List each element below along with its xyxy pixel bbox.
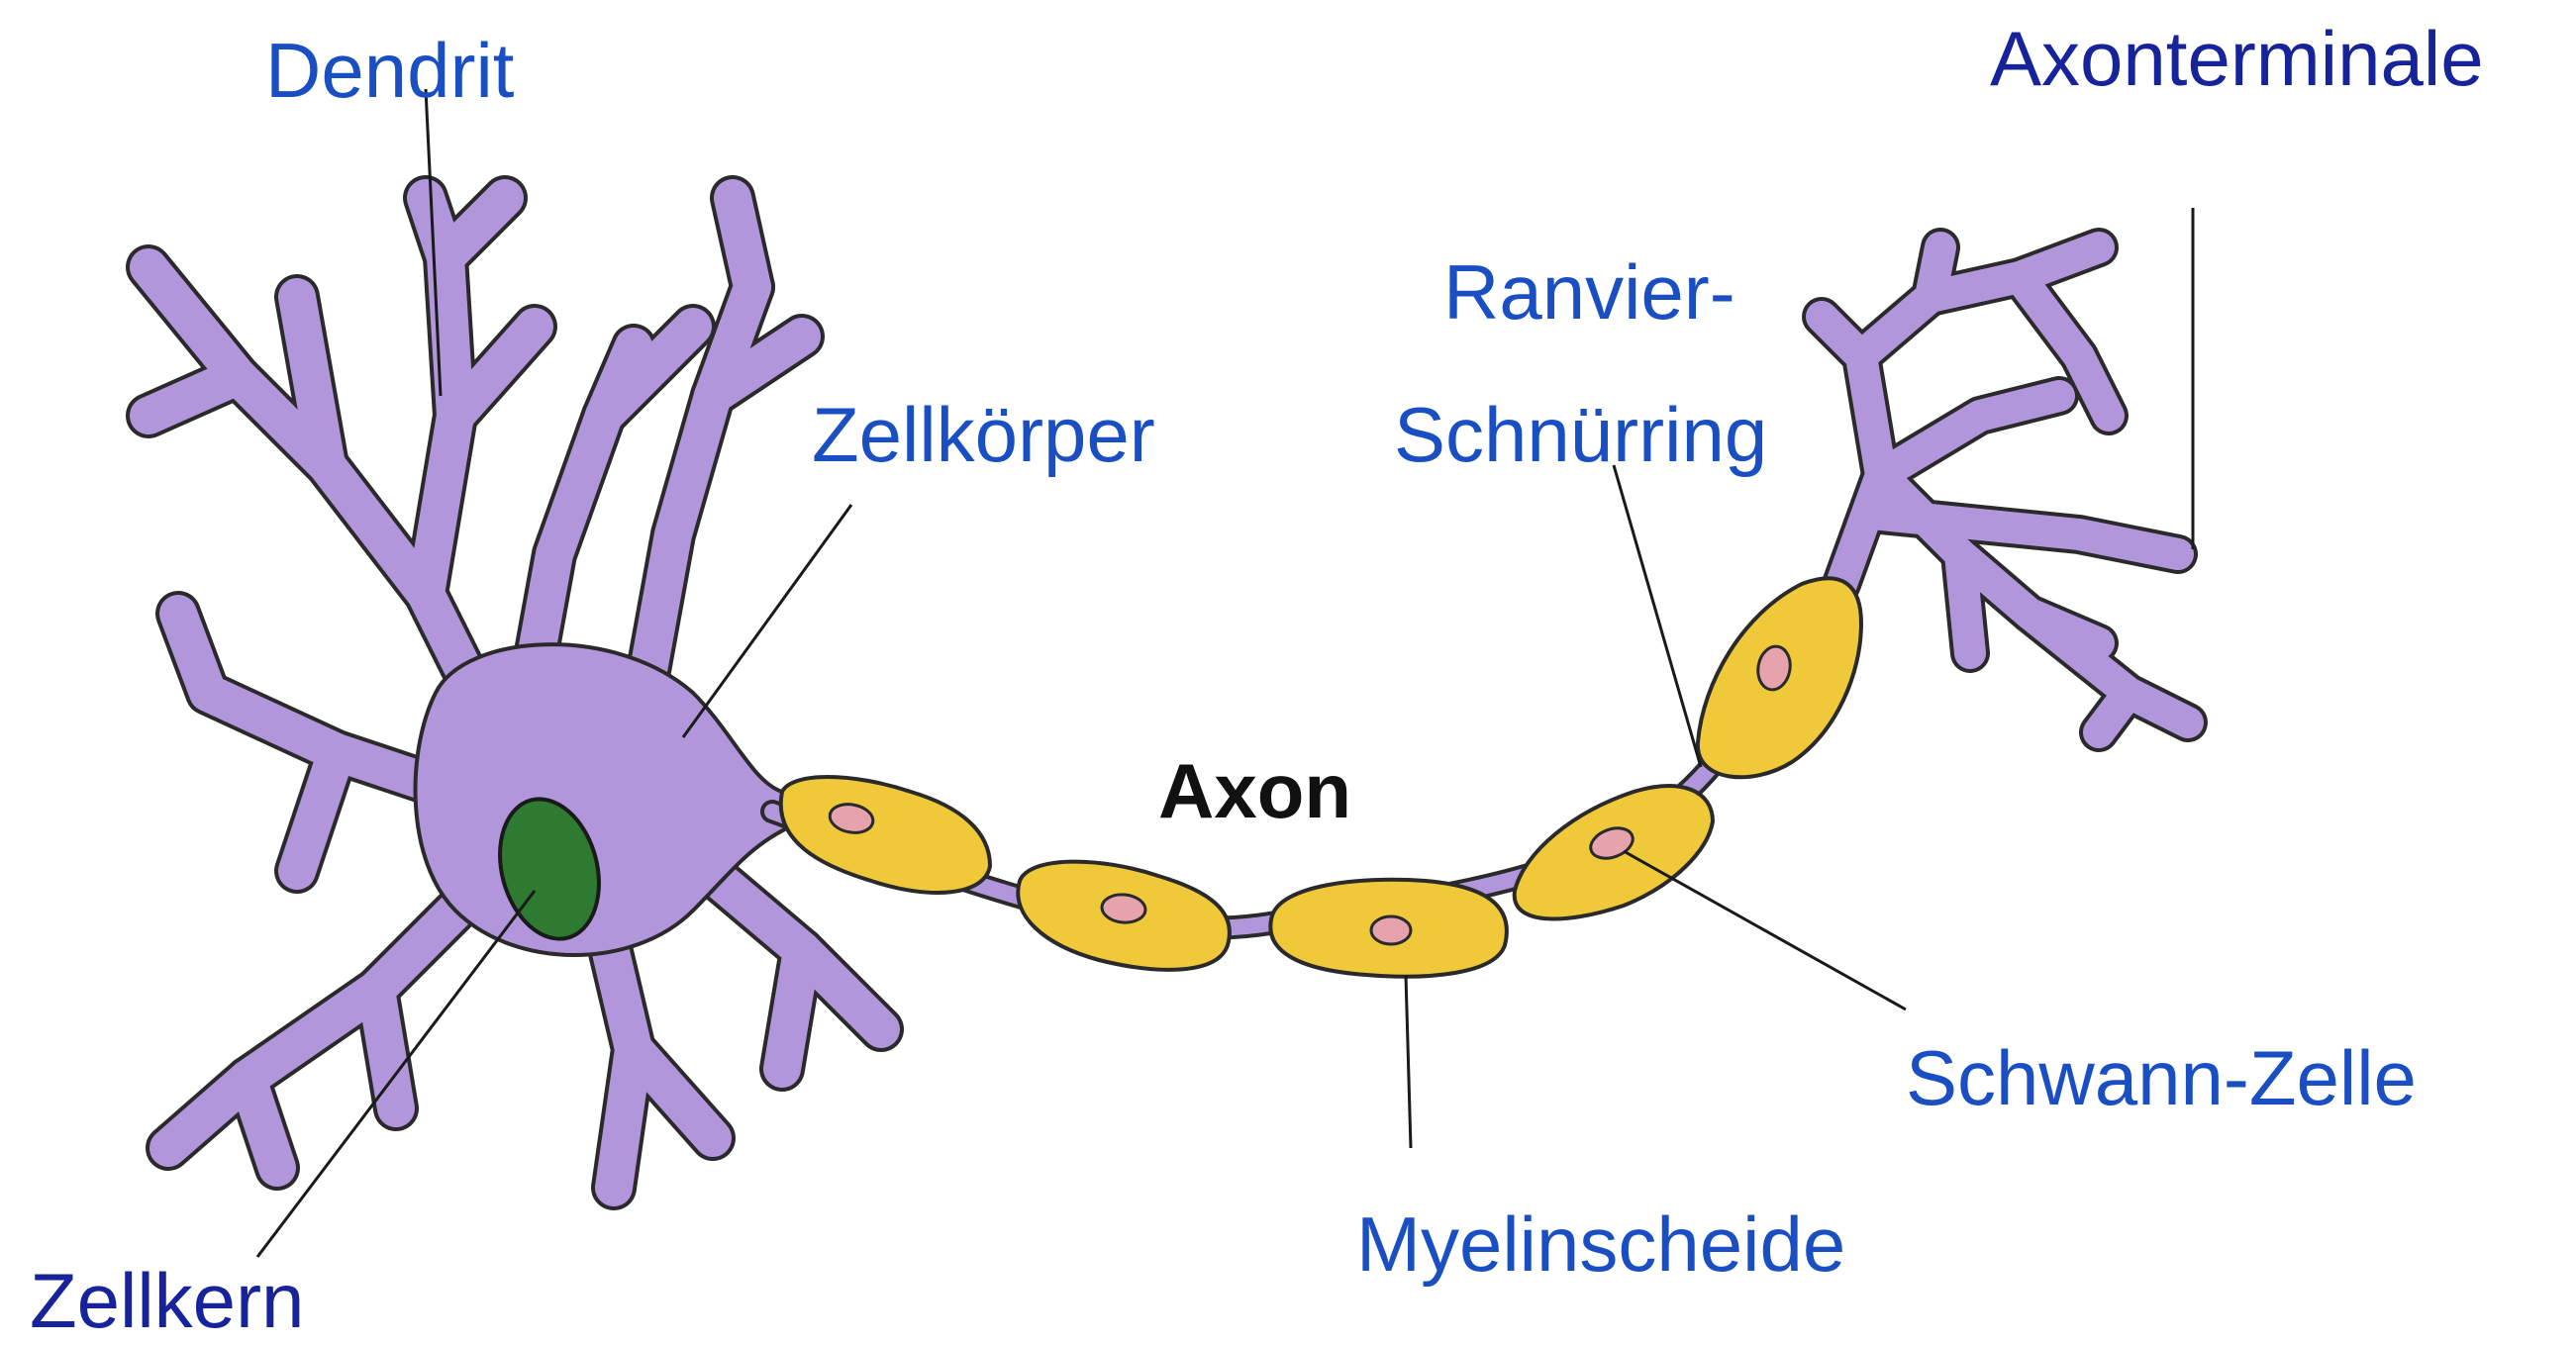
leader-myelin <box>1406 975 1411 1148</box>
label-zellkern: Zellkern <box>30 1262 304 1339</box>
label-ranvier-line2: Schnürring <box>1394 396 1767 473</box>
label-zellkoerper: Zellkörper <box>812 396 1155 473</box>
axon-terminal <box>1822 247 2188 732</box>
label-myelinscheide: Myelinscheide <box>1356 1205 1845 1283</box>
leader-schwann <box>1624 851 1906 1009</box>
label-axon: Axon <box>1158 752 1351 829</box>
leader-ranvier <box>1614 465 1701 767</box>
label-ranvier-line1: Ranvier- <box>1443 253 1735 331</box>
schwann-cell-1 <box>781 777 990 893</box>
label-schwann-zelle: Schwann-Zelle <box>1906 1039 2417 1116</box>
leader-zellkoerper <box>683 505 851 737</box>
label-axonterminale: Axonterminale <box>1990 20 2484 97</box>
label-dendrit: Dendrit <box>265 32 514 109</box>
